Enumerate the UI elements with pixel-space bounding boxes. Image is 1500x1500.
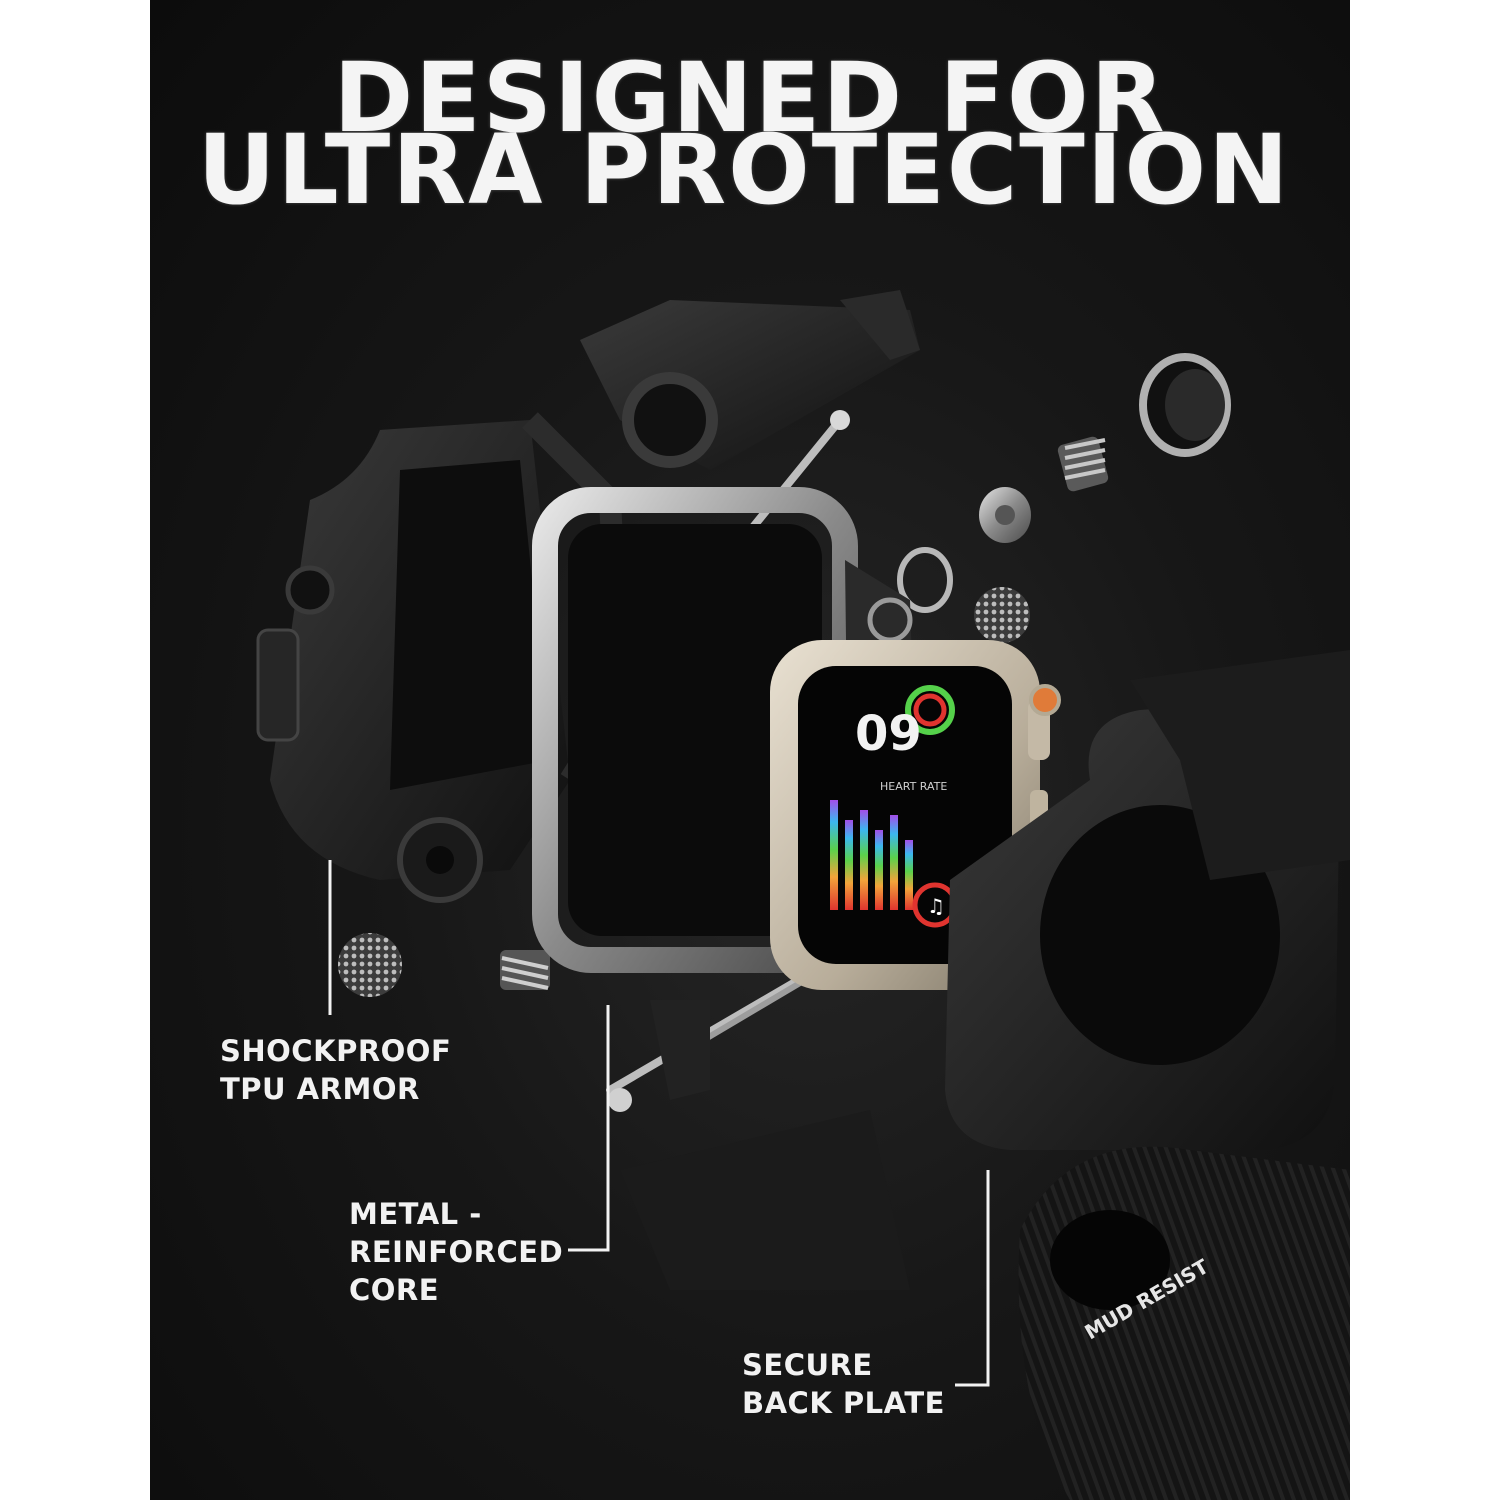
- product-infographic: DESIGNED FOR ULTRA PROTECTION: [150, 0, 1350, 1500]
- mesh-cover-left: [338, 933, 402, 997]
- crown-cap: [1139, 353, 1231, 457]
- callout-back-line-1: SECURE: [742, 1348, 873, 1382]
- spring-top: [1057, 436, 1109, 492]
- strap-mud-resist: MUD RESIST: [1018, 1146, 1350, 1500]
- headline-line-1: DESIGNED FOR: [333, 42, 1167, 154]
- leader-line-back: [955, 1170, 990, 1387]
- callout-shockproof: SHOCKPROOF TPU ARMOR: [220, 1032, 451, 1108]
- watch-label: HEART RATE: [880, 780, 947, 793]
- leader-line-metal: [568, 1005, 610, 1252]
- callout-shockproof-line-2: TPU ARMOR: [220, 1072, 420, 1106]
- callout-back-line-2: BACK PLATE: [742, 1386, 945, 1420]
- crown-pin: [979, 487, 1031, 543]
- callout-back-plate: SECURE BACK PLATE: [742, 1346, 945, 1422]
- watch-time: 09: [855, 706, 922, 762]
- callout-metal-core: METAL - REINFORCED CORE: [349, 1195, 563, 1309]
- strap-lug: [650, 1000, 710, 1100]
- callout-metal-line-3: CORE: [349, 1273, 440, 1307]
- strap-connector-top: [580, 290, 920, 470]
- headline-line-2: ULTRA PROTECTION: [197, 114, 1291, 226]
- strap-piece-left: [620, 1110, 910, 1290]
- spring-bottom: [500, 950, 550, 990]
- callout-shockproof-line-1: SHOCKPROOF: [220, 1034, 452, 1068]
- o-ring: [897, 547, 953, 613]
- mesh-cover-right: [974, 587, 1030, 643]
- tpu-armor-bumper: [256, 412, 632, 903]
- svg-text:♫: ♫: [927, 894, 945, 918]
- exploded-case-illustration: 09 HEART RATE ♫ MUD RESIST: [256, 290, 1350, 1500]
- callout-metal-line-1: METAL -: [349, 1197, 482, 1231]
- callout-metal-line-2: REINFORCED: [349, 1235, 564, 1269]
- strap-piece-right: [1130, 650, 1350, 880]
